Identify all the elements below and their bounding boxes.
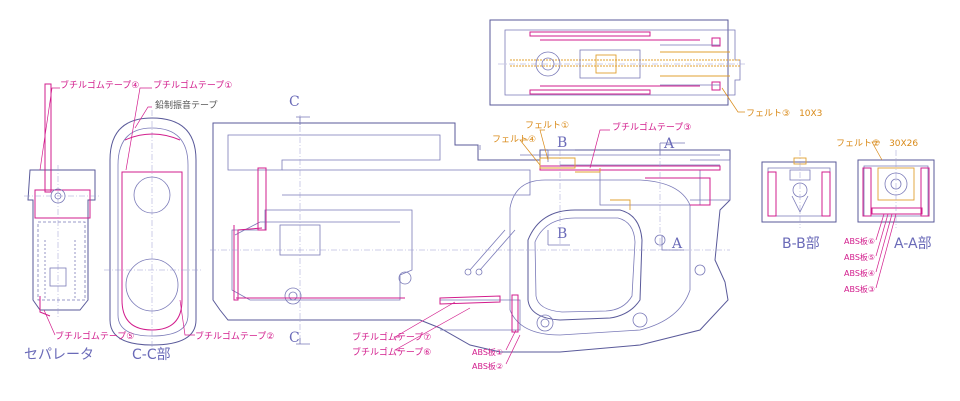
cc-section-view [104, 110, 202, 350]
section-mark-a-top: A [663, 136, 675, 152]
view-title-cc: C-C部 [132, 347, 171, 363]
part-labels: ブチルゴムテープ④ ブチルゴムテープ① 鉛制振音テープ ブチルゴムテープ⑤ ブチ… [55, 79, 918, 371]
label-butyl-tape-3: ブチルゴムテープ③ [612, 121, 691, 133]
view-title-separator: セパレータ [24, 347, 94, 363]
section-mark-b-bottom: B [557, 226, 567, 242]
label-butyl-tape-4: ブチルゴムテープ④ [60, 79, 139, 91]
label-abs-plate-1: ABS板① [472, 347, 503, 357]
view-title-bb: B-B部 [782, 236, 820, 252]
label-abs-plate-2: ABS板② [472, 361, 503, 371]
label-abs-plate-5: ABS板⑤ [844, 252, 875, 262]
label-felt-4: フェルト④ [492, 135, 536, 145]
label-butyl-tape-2: ブチルゴムテープ② [195, 330, 274, 342]
view-titles: セパレータ C-C部 B-B部 A-A部 [24, 236, 932, 363]
section-mark-a-bottom: A [671, 236, 683, 252]
section-mark-c-bottom: C [289, 330, 300, 346]
leader-lines [39, 87, 897, 365]
label-butyl-tape-5: ブチルゴムテープ⑤ [55, 330, 134, 342]
view-title-aa: A-A部 [894, 236, 932, 252]
section-marks: C C B B A A [289, 94, 683, 346]
top-view [489, 19, 745, 106]
aa-section-view [857, 150, 935, 228]
section-mark-c-top: C [289, 94, 300, 110]
label-butyl-tape-6: ブチルゴムテープ⑥ [352, 346, 431, 358]
main-side-view [210, 115, 731, 353]
label-abs-plate-6: ABS板⑥ [844, 236, 875, 246]
label-felt-1: フェルト① [525, 121, 569, 131]
label-lead-damping-tape: 鉛制振音テープ [155, 99, 217, 111]
section-mark-b-top: B [557, 135, 567, 151]
separator-view [24, 83, 100, 318]
label-abs-plate-3: ABS板③ [844, 284, 875, 294]
label-abs-plate-4: ABS板④ [844, 268, 875, 278]
label-felt-2: フェルト② 30X26 [836, 139, 918, 149]
label-butyl-tape-7: ブチルゴムテープ⑦ [352, 331, 431, 343]
bb-section-view [761, 150, 837, 228]
label-butyl-tape-1: ブチルゴムテープ① [153, 79, 232, 91]
label-felt-3: フェルト③ 10X3 [746, 109, 822, 119]
